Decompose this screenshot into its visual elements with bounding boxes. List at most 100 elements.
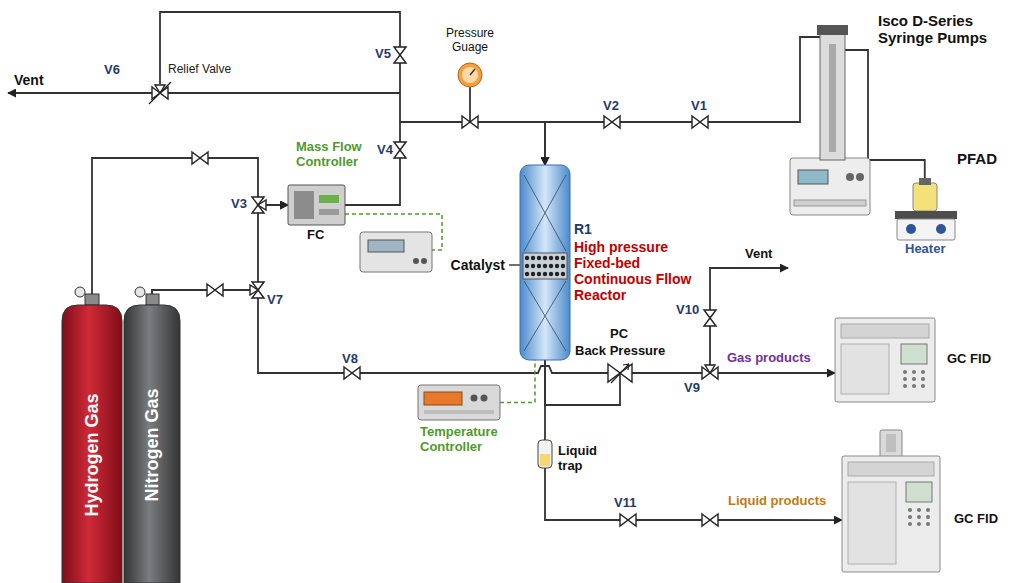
cylinder-regulator [75,287,85,297]
gas-chromatograph-outline-part-part [906,482,932,502]
syringe-pump-outline-part-part [856,173,864,181]
pipe-line [545,468,842,520]
heater-stirrer-outline-part-part [906,224,916,234]
valve-tag: V5 [375,47,391,62]
gas-chromatograph-outline-part [835,318,935,402]
pipe-line [92,158,288,305]
mass-flow-controller: Mass Flow ControllerFC [288,185,345,225]
syringe-pump: Isco D-Series Syringe Pumps [820,30,845,165]
gas-chromatograph-outline-part-part [903,377,907,381]
gas-chromatograph-outline-part-part [841,344,889,394]
gas-chromatograph-outline [835,318,935,402]
mass-flow-controller-outline-part-part [288,185,345,225]
cylinder-label: Nitrogen Gas [142,388,163,501]
equipment-label: Heater [905,242,945,257]
equipment-label: High pressure Fixed-bed Continuous Fllow… [574,239,692,303]
valve-tag: V4 [377,143,393,158]
gas-cylinder-outline-part-part [62,305,122,583]
valve-tag: V9 [684,381,700,396]
valve-symbol [149,47,718,526]
valve-symbol [604,116,620,128]
back-pressure-regulator: PCBack Pressure [608,363,632,383]
valve-tag: V2 [603,99,619,114]
gas-chromatograph-outline-part-part [880,430,902,458]
valve-symbol [692,116,708,128]
back-pressure-regulator-outline-part-part [608,364,632,382]
gas-chromatograph-outline-part-part [921,370,925,374]
valve-symbol [394,142,406,158]
heater-stirrer-outline-part-part [897,219,955,240]
equipment-label: Back Pressure [575,344,665,359]
fixed-bed-reactor-outline-part-part [525,256,529,260]
equipment-label: Isco D-Series Syringe Pumps [878,12,1000,47]
gas-chromatograph: GC FID [835,318,935,402]
gas-chromatograph-outline [842,430,940,572]
fixed-bed-reactor-outline-part-part [524,175,566,251]
gas-cylinder: Nitrogen Gas [124,305,180,583]
temperature-controller-outline-part-part [471,395,478,402]
temperature-controller: Temperature Controller [418,385,500,420]
gas-cylinder-outline-part [62,305,122,583]
temperature-controller-outline [418,385,500,420]
fixed-bed-reactor-outline-part-part [537,264,541,268]
gas-chromatograph-outline-part-part [835,318,935,402]
liquid-trap-outline-part-part [540,454,550,466]
heater-stirrer-outline-part [895,178,957,240]
cylinder-regulator [146,294,159,305]
pipe [166,92,400,94]
valve-symbol [207,284,223,296]
gas-cylinder-outline-part [124,305,180,583]
heater-stirrer: PFADHeater [895,178,957,240]
vent-pipe [8,92,154,94]
gas-chromatograph-outline-part-part [917,515,921,519]
fixed-bed-reactor-outline-part-part [524,281,566,351]
vent-label: Vent [745,247,772,262]
pressure-gauge-outline-part-part [462,67,478,83]
mass-flow-controller-outline-part-part [294,191,314,219]
valve-tag: V10 [676,303,699,318]
gas-chromatograph-outline-part-part [912,384,916,388]
pipe-line [544,360,546,440]
mass-flow-controller-outline-part-part [319,209,339,215]
valve-label: Relief Valve [168,63,231,77]
syringe-pump-outline-part-part [798,170,828,184]
valve-symbol [462,116,478,128]
fixed-bed-reactor-outline-part-part [523,253,567,279]
fixed-bed-reactor-outline-part-part [549,272,553,276]
tag-label: FC [307,228,324,243]
pipe [469,87,471,122]
syringe-pump-outline-part-part [794,200,866,206]
fixed-bed-reactor-outline-part-part [543,272,547,276]
fixed-bed-reactor-outline [520,165,570,360]
equipment-label: Mass Flow Controller [296,140,378,170]
fixed-bed-reactor-outline-part-part [555,264,559,268]
gas-chromatograph-outline-part-part [903,384,907,388]
fixed-bed-reactor-outline-part-part [525,264,529,268]
heater-stirrer-outline [895,178,957,240]
fixed-bed-reactor-outline-part-part [549,264,553,268]
gas-chromatograph-outline-part-part [908,515,912,519]
mass-flow-controller-outline-part-part [319,195,339,203]
valve-tag: V6 [104,63,120,78]
controller-display [421,258,427,264]
instrument-label: GC FID [954,512,998,527]
back-pressure-regulator-outline-part-part [611,364,629,383]
liquid-trap-outline-part [538,440,552,468]
relief-spring [149,82,171,104]
fixed-bed-reactor-outline-part-part [537,256,541,260]
liquid-trap: Liquid trap [538,440,552,468]
gas-cylinder: Hydrogen Gas [62,305,122,583]
fixed-bed-reactor-outline-part-part [537,272,541,276]
liquid-trap-outline [538,440,552,468]
stream-label: Liquid products [728,494,826,509]
controller-display [413,258,419,264]
cylinder-regulator [135,287,145,297]
syringe-pump-outline-part [790,25,870,215]
gas-chromatograph-outline-part-part [886,434,896,452]
valve-symbol [344,367,360,379]
gas-chromatograph-outline-part-part [917,508,921,512]
fixed-bed-reactor-outline-part-part [531,264,535,268]
valve-symbol [702,514,718,526]
temperature-controller-outline-part-part [424,410,494,414]
valve-tag: V1 [691,99,707,114]
